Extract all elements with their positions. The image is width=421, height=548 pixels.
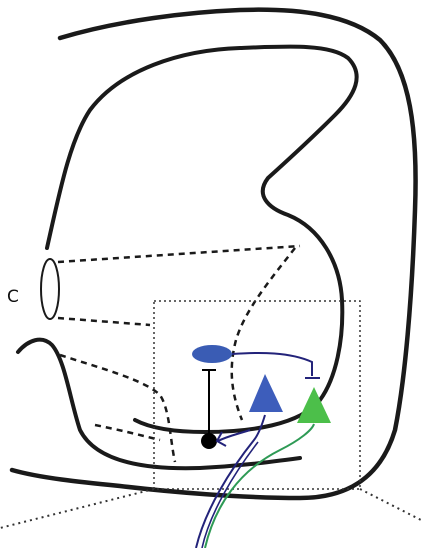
ventricle-opening bbox=[41, 259, 59, 319]
dashed-upper-line bbox=[58, 246, 300, 262]
interneuron-axon bbox=[232, 353, 312, 376]
inset-pointer-right bbox=[360, 489, 421, 520]
small-black-cell bbox=[201, 433, 217, 449]
dashed-lower-line bbox=[58, 318, 150, 325]
inset-pointer-left bbox=[0, 489, 154, 528]
interneuron-cell bbox=[192, 345, 232, 363]
inner-cortex-contour bbox=[47, 47, 357, 432]
blue-pyramidal-neuron bbox=[249, 374, 283, 412]
dashed-left-curve bbox=[60, 355, 175, 462]
